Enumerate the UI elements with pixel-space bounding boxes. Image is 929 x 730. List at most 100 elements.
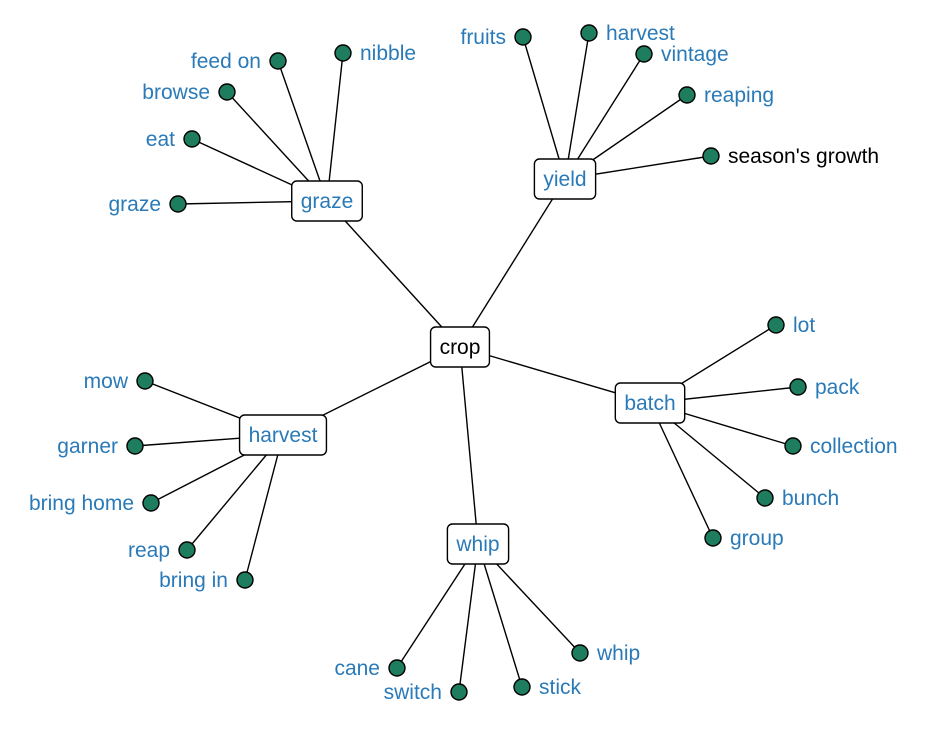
leaf-label: switch <box>384 681 442 704</box>
leaf-dot <box>702 147 720 165</box>
leaf-node[interactable]: whip <box>571 642 640 665</box>
edge-batch-leaf <box>649 402 714 539</box>
edge-yield-leaf <box>522 36 566 180</box>
node-root[interactable]: crop <box>429 326 491 368</box>
leaf-label: harvest <box>606 22 675 45</box>
node-root-box <box>429 326 491 368</box>
node-batch[interactable]: batch <box>614 382 686 424</box>
leaf-label: reaping <box>704 84 774 107</box>
leaf-dot <box>767 316 785 334</box>
leaf-label: fruits <box>460 26 506 49</box>
node-yield[interactable]: yield <box>533 158 597 200</box>
leaf-dot <box>580 24 598 42</box>
leaf-label: whip <box>596 642 640 665</box>
leaf-dot <box>450 683 468 701</box>
leaf-node[interactable]: switch <box>384 681 468 704</box>
edge-harvest-leaf <box>244 434 284 581</box>
node-yield-label: yield <box>543 168 586 191</box>
leaf-label: bunch <box>782 487 839 510</box>
leaf-node[interactable]: lot <box>767 314 815 337</box>
leaf-dot <box>388 659 406 677</box>
leaf-label: eat <box>146 128 175 151</box>
node-graze-box <box>291 180 363 222</box>
leaf-dot <box>178 541 196 559</box>
leaf-dot <box>236 571 254 589</box>
leaf-node[interactable]: eat <box>146 128 201 151</box>
edge-whip-leaf <box>458 543 479 693</box>
node-yield-box <box>533 158 597 200</box>
leaf-node[interactable]: bring home <box>29 492 160 515</box>
leaf-dot <box>136 372 154 390</box>
edge-root-yield <box>459 178 566 348</box>
leaf-node[interactable]: feed on <box>191 50 287 73</box>
node-harvest-label: harvest <box>249 424 318 447</box>
leaf-node[interactable]: stick <box>513 676 582 699</box>
leaf-node[interactable]: graze <box>108 193 187 216</box>
leaf-label: lot <box>793 314 815 337</box>
leaf-node[interactable]: cane <box>334 657 406 680</box>
edge-whip-leaf <box>477 543 523 688</box>
leaf-label: feed on <box>191 50 261 73</box>
edge-graze-leaf <box>277 60 328 202</box>
edge-root-graze <box>326 200 461 348</box>
node-root-label: crop <box>440 336 481 359</box>
leaf-label: graze <box>108 193 161 216</box>
leaf-dot <box>571 644 589 662</box>
leaf-label: stick <box>539 676 582 699</box>
leaf-label: browse <box>142 81 210 104</box>
leaf-dot <box>142 494 160 512</box>
leaf-dot <box>635 45 653 63</box>
node-batch-box <box>614 382 686 424</box>
leaf-dot <box>784 437 802 455</box>
leaf-label: group <box>730 527 784 550</box>
leaf-label: nibble <box>360 42 416 65</box>
leaf-dot <box>218 83 236 101</box>
leaf-label: reap <box>128 539 170 562</box>
leaf-dot <box>169 195 187 213</box>
leaf-dot <box>678 86 696 104</box>
node-graze[interactable]: graze <box>291 180 363 222</box>
leaf-dot <box>704 529 722 547</box>
leaf-label: cane <box>334 657 380 680</box>
leaf-node[interactable]: bring in <box>159 569 254 592</box>
node-harvest[interactable]: harvest <box>238 414 328 456</box>
leaf-dot <box>789 378 807 396</box>
leaf-node[interactable]: reap <box>128 539 196 562</box>
leaf-node[interactable]: garner <box>57 435 144 458</box>
leaf-node[interactable]: pack <box>789 376 860 399</box>
leaf-dot <box>334 44 352 62</box>
leaf-node[interactable]: group <box>704 527 784 550</box>
leaf-node[interactable]: vintage <box>635 43 729 66</box>
edge-yield-leaf <box>564 32 590 180</box>
leaf-dot <box>183 130 201 148</box>
leaf-node[interactable]: season's growth <box>702 145 879 168</box>
leaf-node[interactable]: nibble <box>334 42 416 65</box>
node-whip-box <box>446 523 510 565</box>
leaf-node[interactable]: bunch <box>756 487 839 510</box>
leaf-node[interactable]: reaping <box>678 84 774 107</box>
edge-yield-leaf <box>564 53 645 180</box>
leaf-label: season's growth <box>728 145 879 168</box>
leaf-label: pack <box>815 376 860 399</box>
leaf-label: collection <box>810 435 898 458</box>
leaf-label: mow <box>84 370 129 393</box>
leaf-node[interactable]: collection <box>784 435 898 458</box>
leaf-node[interactable]: harvest <box>580 22 675 45</box>
edge-graze-leaf <box>326 52 344 202</box>
node-batch-label: batch <box>624 392 675 415</box>
leaf-dot <box>513 678 531 696</box>
leaf-dot <box>269 52 287 70</box>
nodes: crop feed on nibble browse eat graze graze frui… <box>29 22 898 704</box>
leaf-label: bring home <box>29 492 134 515</box>
leaf-dot <box>514 28 532 46</box>
leaf-dot <box>126 437 144 455</box>
node-harvest-box <box>238 414 328 456</box>
leaf-node[interactable]: browse <box>142 81 236 104</box>
leaf-node[interactable]: fruits <box>460 26 532 49</box>
leaf-node[interactable]: mow <box>84 370 154 393</box>
node-graze-label: graze <box>301 190 354 213</box>
node-whip[interactable]: whip <box>446 523 510 565</box>
leaf-label: bring in <box>159 569 228 592</box>
